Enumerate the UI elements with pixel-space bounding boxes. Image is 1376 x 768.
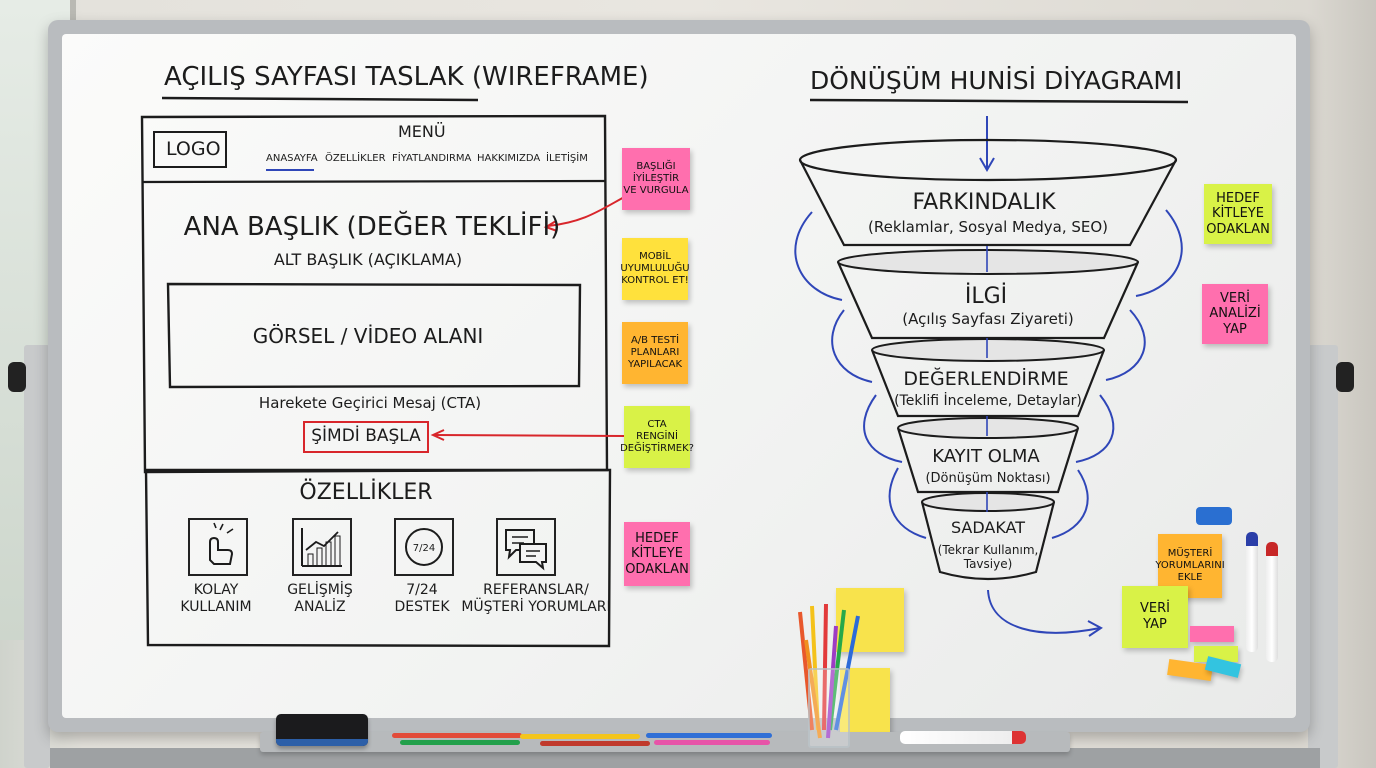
stand-right-leg	[1308, 345, 1338, 768]
funnel-stage-3-name: DEĞERLENDİRME	[903, 368, 1069, 390]
nav-item-iletisim: İLETİŞİM	[546, 153, 588, 164]
wireframe-media-area: GÖRSEL / VİDEO ALANI	[252, 324, 484, 348]
marker-pen-tray	[900, 731, 1026, 744]
wireframe-cta-caption: Harekete Geçirici Mesaj (CTA)	[258, 394, 482, 412]
nav-item-fiyatlandirma: FİYATLANDIRMA	[392, 153, 472, 164]
wireframe-title: AÇILIŞ SAYFASI TASLAK (WIREFRAME)	[164, 62, 649, 92]
stand-base	[50, 748, 1320, 768]
funnel-stage-1-name: FARKINDALIK	[912, 190, 1056, 215]
sticky-note-cta-rengi: CTA RENGİNİ DEĞİŞTİRMEK?	[620, 406, 694, 468]
marker-pen-blue	[1246, 532, 1258, 652]
chat-bubbles-icon	[496, 518, 556, 576]
hand-pointer-icon	[188, 518, 248, 576]
sticky-note-baslik: BAŞLIĞI İYİLEŞTİR VE VURGULA	[622, 148, 690, 210]
wireframe-logo: LOGO	[166, 138, 221, 160]
feature-label-destek: 7/24 DESTEK	[394, 582, 450, 615]
wireframe-cta-button: ŞİMDİ BAŞLA	[311, 426, 421, 446]
sticky-note-ab-testi: A/B TESTİ PLANLARI YAPILACAK	[622, 322, 688, 384]
feature-label-kolay-kullanim: KOLAY KULLANIM	[180, 582, 252, 615]
funnel-stage-1-desc: (Reklamlar, Sosyal Medya, SEO)	[867, 218, 1109, 236]
stand-knob-right	[1336, 362, 1354, 392]
wireframe-features-title: ÖZELLİKLER	[299, 480, 433, 505]
funnel-stage-5-desc: (Tekrar Kullanım, Tavsiye)	[937, 543, 1039, 572]
bar-chart-icon	[292, 518, 352, 576]
funnel-stage-4-name: KAYIT OLMA	[932, 446, 1040, 467]
pencil-red	[392, 733, 522, 738]
sticky-flag-lime	[1194, 646, 1238, 662]
sticky-flag-pink	[1190, 626, 1234, 642]
clock-24-icon: 7/24	[394, 518, 454, 576]
funnel-stage-2-desc: (Açılış Sayfası Ziyareti)	[902, 310, 1074, 328]
wireframe-subheadline: ALT BAŞLIK (AÇIKLAMA)	[273, 250, 463, 269]
pencil-yellow	[520, 734, 640, 739]
pencil-darkred	[540, 741, 650, 746]
marker-pen-red	[1266, 542, 1278, 662]
pencil-green	[400, 740, 520, 745]
pencil-pink	[654, 740, 770, 745]
nav-item-anasayfa: ANASAYFA	[266, 153, 318, 164]
sticky-note-veri-analizi: VERİ ANALİZİ YAP	[1202, 284, 1268, 344]
sticky-note-blank-1	[836, 588, 904, 652]
sticky-note-mobil: MOBİL UYUMLULUĞU KONTROL ET!	[620, 238, 690, 300]
stand-knob-left	[8, 362, 26, 392]
funnel-stage-2-name: İLGİ	[964, 284, 1008, 309]
feature-label-referanslar: REFERANSLAR/ MÜŞTERİ YORUMLARI	[461, 582, 611, 615]
sticky-note-hedef-kitle-right: HEDEF KİTLEYE ODAKLAN	[1204, 184, 1272, 244]
funnel-stage-4-desc: (Dönüşüm Noktası)	[925, 471, 1051, 486]
small-eraser	[1196, 507, 1232, 525]
sticky-note-veri-yap: VERİ YAP	[1122, 586, 1188, 648]
sticky-note-hedef-kitle-left: HEDEF KİTLEYE ODAKLAN	[624, 522, 690, 586]
pencil-cup	[808, 668, 850, 748]
stand-left-leg	[24, 345, 50, 768]
wireframe-headline: ANA BAŞLIK (DEĞER TEKLİFİ)	[183, 212, 561, 242]
feature-label-gelismis-analiz: GELİŞMİŞ ANALİZ	[287, 582, 353, 615]
funnel-stage-5-name: SADAKAT	[950, 518, 1026, 537]
clock-24-icon-text: 7/24	[413, 543, 435, 554]
wireframe-menu-label: MENÜ	[398, 122, 446, 141]
pencil-blue	[646, 733, 772, 738]
funnel-title: DÖNÜŞÜM HUNİSİ DİYAGRAMI	[810, 66, 1183, 95]
nav-item-ozellikler: ÖZELLİKLER	[325, 153, 386, 164]
board-eraser	[276, 714, 368, 746]
nav-item-hakkimizda: HAKKIMIZDA	[477, 153, 541, 164]
sticky-note-musteri-yorumlari: MÜŞTERİ YORUMLARINI EKLE	[1155, 534, 1225, 598]
funnel-stage-3-desc: (Teklifi İnceleme, Detaylar)	[894, 393, 1082, 409]
